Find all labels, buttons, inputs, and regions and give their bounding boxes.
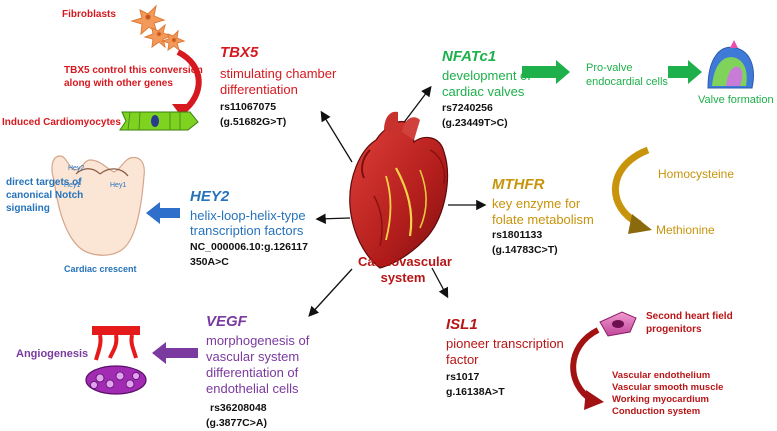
isl1-variant: g.16138A>T: [446, 386, 505, 398]
isl1-rs: rs1017: [446, 371, 480, 383]
isl1-gene-name: ISL1: [446, 316, 478, 333]
induced-cardiomyocytes-label: Induced Cardiomyocytes: [2, 117, 121, 128]
hey2-desc-line1: helix-loop-helix-type: [190, 208, 306, 223]
conversion-arrow: [176, 49, 202, 115]
vegf-gene-name: VEGF: [206, 313, 247, 330]
prevalve-line1: Pro-valve: [586, 62, 633, 74]
tbx5-note-line1: TBX5 control this conversion: [64, 65, 203, 76]
mthfr-rs: rs1801133: [492, 229, 543, 241]
isl1-arrow: [570, 327, 600, 403]
mthfr-variant: (g.14783C>T): [492, 244, 558, 256]
tbx5-rs: rs11067075: [220, 101, 277, 113]
arrow-to-tbx5: [320, 110, 353, 163]
tbx5-note-line2: along with other genes: [64, 78, 173, 89]
nfatc1-desc-line2: cardiac valves: [442, 84, 525, 99]
crescent-label-hey1-right: Hey1: [110, 182, 127, 189]
mthfr-gene-name: MTHFR: [492, 176, 545, 193]
nfatc1-gene-name: NFATc1: [442, 48, 497, 65]
nfatc1-desc-line1: development of: [442, 68, 531, 83]
vegf-desc-line2: vascular system: [206, 349, 300, 364]
arrow-to-isl1: [431, 267, 449, 299]
shf-line1: Second heart field: [646, 311, 733, 322]
hey2-desc-line2: transcription factors: [190, 223, 304, 238]
outcome-conduction-system: Conduction system: [612, 406, 701, 417]
vegf-desc-line3: differentiation of: [206, 365, 299, 380]
vegf-desc-line1: morphogenesis of: [206, 333, 310, 348]
valve-formation-label: Valve formation: [698, 94, 774, 106]
outcome-vascular-smooth-muscle: Vascular smooth muscle: [612, 382, 724, 393]
mthfr-desc-line1: key enzyme for: [492, 196, 581, 211]
fibroblasts-label: Fibroblasts: [62, 9, 116, 20]
tbx5-desc-line1: stimulating chamber: [220, 66, 337, 81]
heart-icon: [349, 111, 449, 269]
hey2-rs: NC_000006.10:g.126117: [190, 241, 308, 253]
tbx5-desc-line2: differentiation: [220, 82, 298, 97]
notch-line2: canonical Notch: [6, 190, 84, 201]
crescent-label-hey2: Hey2: [68, 165, 85, 172]
crescent-icon: [51, 155, 145, 256]
nfatc1-arrow-1: [522, 60, 570, 84]
crescent-label-hey1-left: Hey1: [64, 182, 81, 189]
notch-line1: direct targets of: [6, 177, 82, 188]
hey2-variant: 350A>C: [190, 256, 229, 268]
angiogenesis-icon: [85, 326, 147, 395]
progenitor-cell-icon: [599, 311, 637, 337]
notch-line3: signaling: [6, 203, 50, 214]
vegf-arrow: [152, 342, 198, 364]
cardiomyocyte-icon: [119, 111, 199, 131]
arrow-to-hey2: [315, 213, 351, 224]
prevalve-line2: endocardial cells: [586, 76, 668, 88]
mthfr-desc-line2: folate metabolism: [492, 212, 594, 227]
tbx5-gene-name: TBX5: [220, 44, 259, 61]
vegf-variant: (g.3877C>A): [206, 417, 267, 429]
isl1-desc-line2: factor: [446, 352, 479, 367]
valve-icon: [707, 40, 754, 89]
arrow-to-nfatc1: [401, 85, 432, 126]
isl1-desc-line1: pioneer transcription: [446, 336, 564, 351]
outcome-working-myocardium: Working myocardium: [612, 394, 709, 405]
nfatc1-variant: (g.23449T>C): [442, 117, 508, 129]
fibroblast-icon: [130, 4, 186, 52]
tbx5-variant: (g.51682G>T): [220, 116, 287, 128]
outcome-vascular-endothelium: Vascular endothelium: [612, 370, 711, 381]
mthfr-arrow: [612, 146, 650, 228]
methionine-label: Methionine: [656, 223, 715, 237]
cardiac-crescent-label: Cardiac crescent: [64, 264, 137, 274]
nfatc1-rs: rs7240256: [442, 102, 493, 114]
nfatc1-arrow-2: [668, 60, 702, 84]
vegf-desc-line4: endothelial cells: [206, 381, 299, 396]
hey2-gene-name: HEY2: [190, 188, 230, 205]
center-label: Cardiovascular system: [358, 254, 452, 285]
shf-line2: progenitors: [646, 324, 702, 335]
vegf-rs: rs36208048: [210, 402, 267, 414]
arrow-to-vegf: [308, 268, 353, 317]
hey2-arrow: [146, 202, 180, 224]
angiogenesis-label: Angiogenesis: [16, 348, 89, 360]
homocysteine-label: Homocysteine: [658, 167, 735, 181]
